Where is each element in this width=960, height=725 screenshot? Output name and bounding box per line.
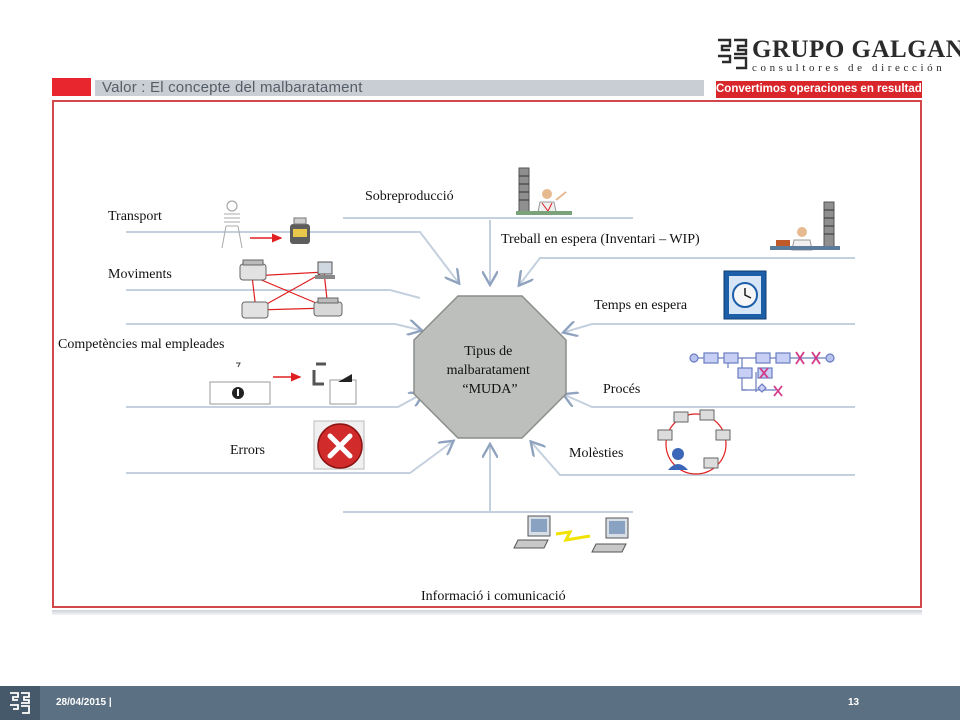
label-sobreproduccio: Sobreproducció [365, 189, 454, 204]
brand-slogan: Convertimos operaciones en resultados [716, 81, 935, 98]
person-and-printer-icon [221, 200, 310, 249]
process-flow-icon [689, 351, 835, 397]
brand-logo [716, 36, 752, 74]
error-x-icon [313, 420, 365, 470]
label-temps: Temps en espera [594, 298, 688, 313]
galgano-small-logo-icon [10, 692, 30, 714]
line-moviments [126, 324, 420, 330]
octagon-line-3: “MUDA” [462, 382, 517, 397]
title-accent-bar [52, 78, 91, 96]
brand-name: GRUPO GALGANO [752, 36, 960, 63]
octagon-line-2: malbaratament [447, 363, 530, 378]
paper-stack-worker-icon [516, 167, 572, 215]
frame-shadow [52, 610, 922, 615]
connector-lines [126, 217, 855, 513]
line-temps [565, 324, 855, 332]
footer-logo [0, 686, 40, 720]
footer-bar [0, 686, 960, 720]
label-moviments: Moviments [108, 267, 172, 282]
slide-title: Valor : El concepte del malbaratament [102, 79, 363, 96]
clock-document-icon [723, 270, 767, 320]
label-errors: Errors [230, 443, 265, 458]
muda-octagon [413, 295, 567, 439]
label-treball: Treball en espera (Inventari – WIP) [501, 232, 700, 247]
office-network-icon [239, 259, 343, 319]
page-number: 13 [848, 697, 860, 708]
octagon-line-1: Tipus de [464, 344, 512, 359]
line-treball [520, 257, 855, 284]
brand-subtitle: consultores de dirección [752, 62, 946, 74]
skills-icon [209, 362, 357, 405]
galgano-logo-icon [718, 38, 748, 70]
line-proces [565, 395, 855, 408]
line-errors [126, 442, 452, 474]
user-network-icon [657, 409, 731, 475]
footer-date: 28/04/2015 | [56, 697, 112, 708]
label-informacio: Informació i comunicació [421, 589, 566, 604]
line-transport [126, 231, 458, 282]
label-molesties: Molèsties [569, 446, 624, 461]
label-competencies: Competències mal empleades [58, 337, 225, 352]
svg-text:Tipus de malbaratament: Tipus de malbaratament “MUDA” [447, 344, 534, 397]
computer-link-icon [513, 515, 629, 553]
label-proces: Procés [603, 382, 641, 397]
line-molesties [532, 443, 855, 476]
diagram-frame [52, 100, 922, 608]
waiting-worker-icon [770, 201, 840, 251]
line-competencies [126, 394, 422, 408]
title-bar [95, 80, 704, 96]
label-transport: Transport [108, 209, 162, 224]
